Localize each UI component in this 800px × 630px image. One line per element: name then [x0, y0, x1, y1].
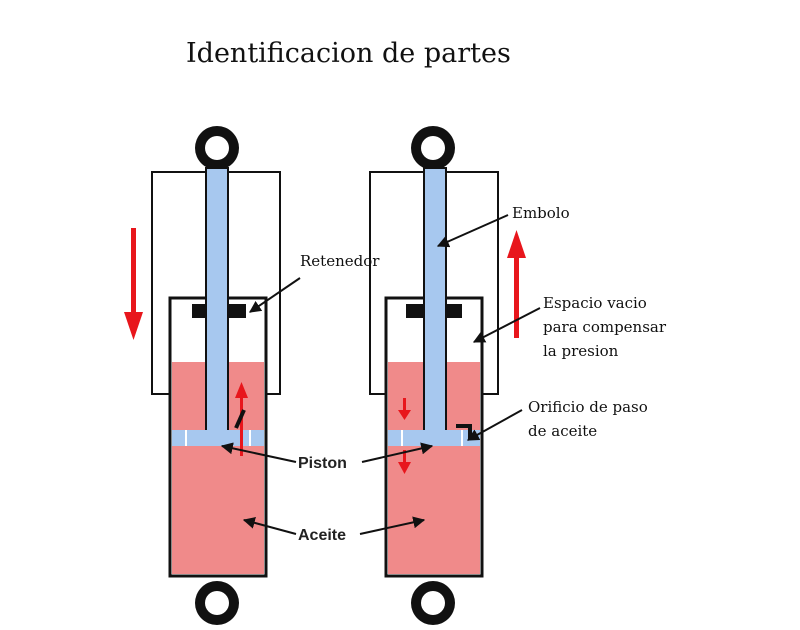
right-top-mount-eye: [411, 126, 455, 170]
label-aceite: Aceite: [298, 527, 346, 544]
right-piston: [388, 430, 480, 446]
left-compression-arrow: [124, 228, 143, 340]
retenedor-leader: [249, 277, 301, 313]
right-extension-arrow: [507, 230, 526, 338]
espacio-leader: [472, 307, 541, 343]
leader-lines: [220, 214, 541, 535]
left-top-mount-eye: [195, 126, 239, 170]
left-flow-indicator: [234, 409, 246, 429]
left-oil-flow-arrow: [235, 382, 248, 456]
left-bottom-mount-eye: [195, 581, 239, 625]
label-embolo: Embolo: [512, 204, 570, 222]
label-espacio-line3: la presion: [543, 342, 619, 360]
aceite-leader-left: [242, 517, 297, 535]
embolo-leader: [436, 214, 509, 248]
left-shock-absorber: [124, 126, 281, 625]
piston-leader-left: [220, 442, 297, 463]
label-retenedor: Retenedor: [300, 252, 380, 270]
left-piston-rod: [205, 167, 229, 433]
diagram-title: Identificacion de partes: [186, 38, 511, 69]
label-espacio-line1: Espacio vacio: [543, 294, 647, 312]
right-oil-flow-arrow-bottom: [398, 450, 411, 474]
orificio-leader: [466, 409, 523, 441]
piston-leader-right: [361, 442, 434, 463]
label-orificio-line1: Orificio de paso: [528, 398, 648, 416]
label-piston: Piston: [298, 455, 347, 472]
right-bottom-mount-eye: [411, 581, 455, 625]
label-retenedor-text: Retenedor: [300, 252, 380, 270]
aceite-leader-right: [359, 516, 426, 535]
right-shock-absorber: [369, 126, 526, 625]
label-orificio-line2: de aceite: [528, 422, 597, 440]
label-espacio-line2: para compensar: [543, 318, 667, 336]
right-piston-rod: [423, 167, 447, 433]
right-oil-flow-arrow-top: [398, 398, 411, 420]
